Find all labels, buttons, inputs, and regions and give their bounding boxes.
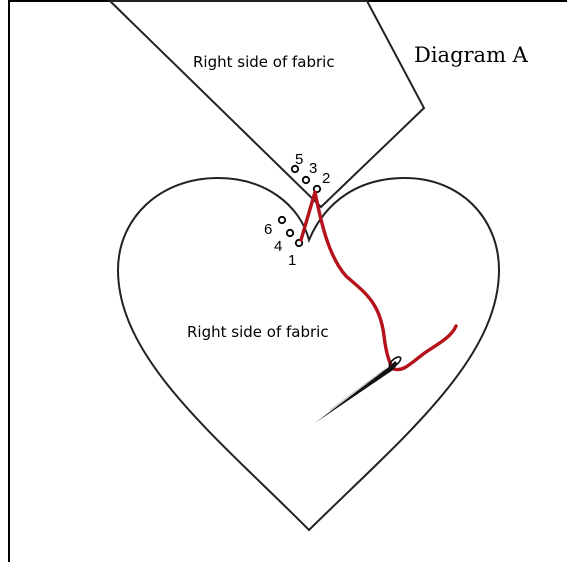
hole-number-3: 3 (309, 160, 317, 177)
diagram-title: Diagram A (414, 43, 529, 67)
hole-number-4: 4 (274, 238, 282, 255)
stitch-hole-3 (301, 175, 311, 185)
hole-number-1: 1 (288, 252, 296, 269)
hole-number-labels: 1 2 3 4 5 6 (264, 151, 330, 269)
fabric-strip-label: Right side of fabric (193, 53, 335, 71)
hole-number-6: 6 (264, 221, 272, 238)
hole-number-2: 2 (322, 170, 330, 187)
heart-outline (116, 176, 501, 532)
stitch-hole-4 (285, 228, 295, 238)
stitch-hole-6 (277, 215, 287, 225)
hole-number-5: 5 (295, 151, 303, 168)
needle-icon (315, 356, 402, 423)
stitch-holes (277, 164, 322, 248)
thread (299, 190, 458, 372)
heart-label: Right side of fabric (187, 323, 329, 341)
fabric-strip (107, 0, 426, 209)
stitch-hole-5 (290, 164, 300, 174)
